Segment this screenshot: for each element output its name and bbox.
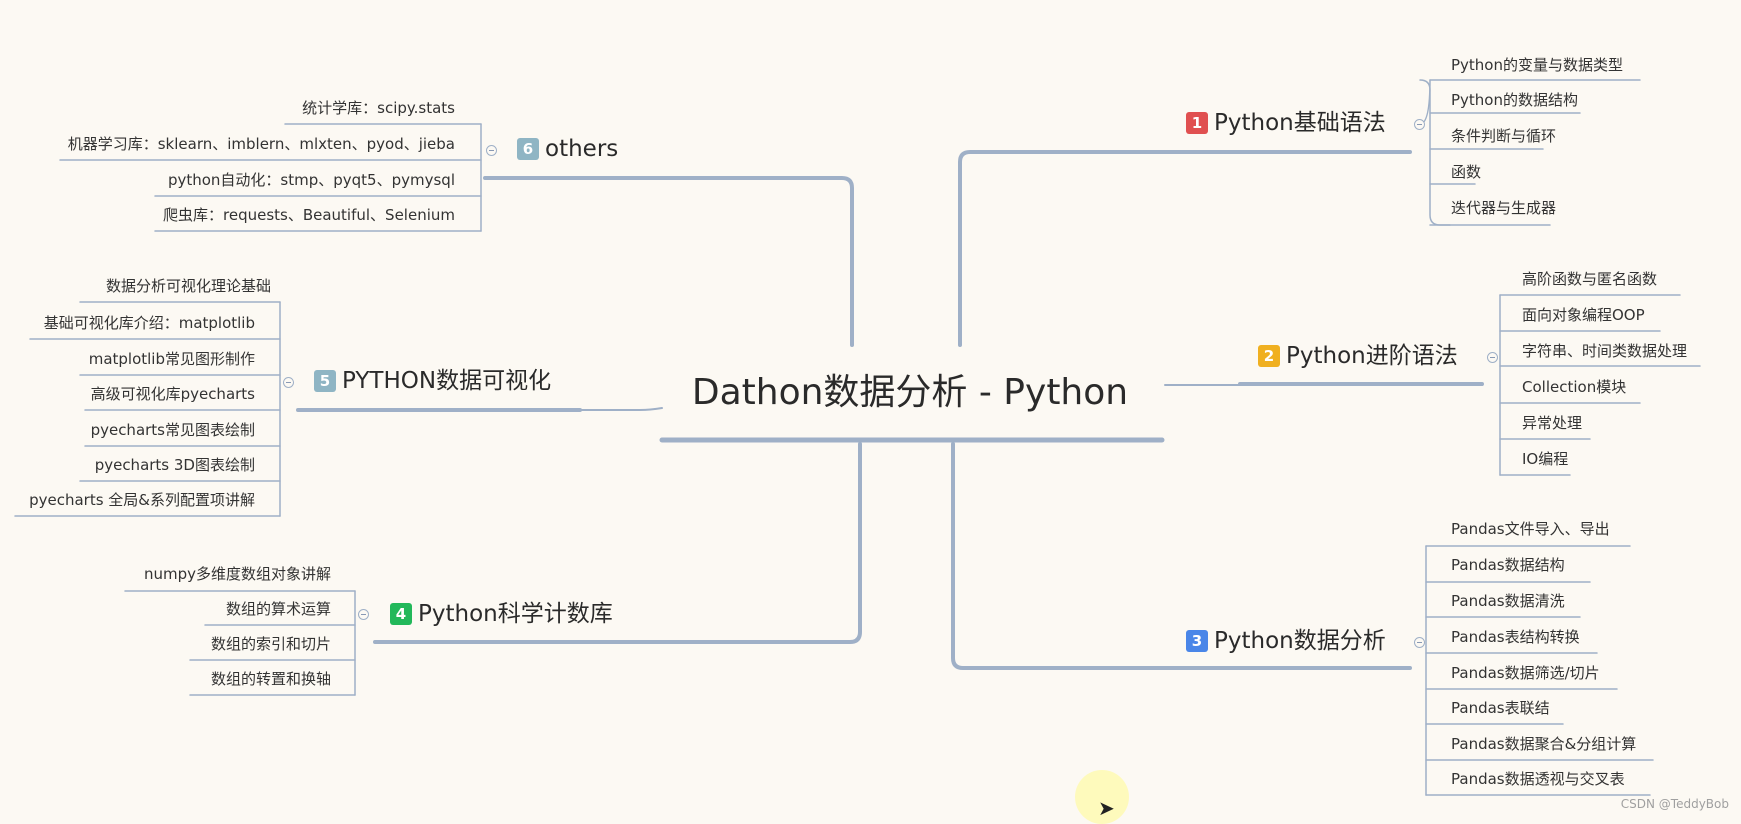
leaf-item[interactable]: 统计学库：scipy.stats [302,99,455,117]
leaf-item[interactable]: 机器学习库：sklearn、imblern、mlxten、pyod、jieba [67,135,455,153]
branch-python-data-analysis[interactable]: 3 Python数据分析 [1186,626,1386,656]
mouse-pointer-icon: ➤ [1098,796,1115,820]
collapse-icon[interactable] [1487,352,1498,363]
leaf-item[interactable]: numpy多维度数组对象讲解 [143,565,331,583]
branch-title: Python科学计数库 [418,601,613,627]
leaf-item[interactable]: 数据分析可视化理论基础 [105,277,271,295]
leaf-item[interactable]: Pandas数据结构 [1451,556,1565,574]
leaf-item[interactable]: 数组的索引和切片 [210,635,331,653]
branch-python-visualization[interactable]: 5 PYTHON数据可视化 [314,366,551,396]
leaf-item[interactable]: 高阶函数与匿名函数 [1522,270,1658,288]
central-topic[interactable]: Dathon数据分析 - Python [691,372,1129,413]
leaf-item[interactable]: 数组的转置和换轴 [210,670,331,688]
branch-title: Python基础语法 [1214,110,1386,136]
leaf-item[interactable]: Pandas数据清洗 [1451,592,1565,610]
collapse-icon[interactable] [1414,637,1425,648]
leaf-item[interactable]: Pandas文件导入、导出 [1451,520,1610,538]
leaf-item[interactable]: python自动化：stmp、pyqt5、pymysql [167,171,455,189]
branch-number-badge: 1 [1186,112,1208,134]
watermark: CSDN @TeddyBob [1620,797,1729,811]
branch-number-badge: 4 [390,603,412,625]
leaf-item[interactable]: Pandas数据聚合&分组计算 [1451,735,1637,753]
branch-number-badge: 3 [1186,630,1208,652]
leaf-item[interactable]: Python的数据结构 [1451,91,1578,109]
leaf-item[interactable]: Pandas表结构转换 [1451,628,1580,646]
branch-python-advanced[interactable]: 2 Python进阶语法 [1258,341,1458,371]
leaf-item[interactable]: 条件判断与循环 [1451,127,1557,145]
branch-number-badge: 5 [314,370,336,392]
leaf-item[interactable]: Pandas表联结 [1451,699,1550,717]
branch-others[interactable]: 6 others [517,134,618,164]
leaf-item[interactable]: 爬虫库：requests、Beautiful、Selenium [163,206,455,224]
leaf-item[interactable]: Pandas数据筛选/切片 [1451,664,1600,682]
collapse-icon[interactable] [283,377,294,388]
leaf-item[interactable]: 字符串、时间类数据处理 [1522,342,1688,360]
branch-title: Python进阶语法 [1286,343,1458,369]
collapse-icon[interactable] [1414,119,1425,130]
cursor-highlight [1075,770,1129,824]
leaf-item[interactable]: 面向对象编程OOP [1522,306,1645,324]
leaf-item[interactable]: 函数 [1451,163,1482,181]
leaf-item[interactable]: 高级可视化库pyecharts [90,385,255,403]
branch-python-basics[interactable]: 1 Python基础语法 [1186,108,1386,138]
leaf-item[interactable]: 基础可视化库介绍：matplotlib [43,314,255,332]
branch-number-badge: 2 [1258,345,1280,367]
leaf-item[interactable]: 迭代器与生成器 [1451,199,1557,217]
leaf-item[interactable]: Python的变量与数据类型 [1451,56,1623,74]
leaf-item[interactable]: IO编程 [1522,450,1569,468]
branch-title: PYTHON数据可视化 [342,368,552,394]
leaf-item[interactable]: pyecharts 全局&系列配置项讲解 [29,491,255,509]
leaf-item[interactable]: pyecharts常见图表绘制 [90,421,255,439]
branch-title: Python数据分析 [1214,628,1386,654]
leaf-item[interactable]: matplotlib常见图形制作 [88,350,255,368]
branch-title: others [545,136,619,162]
branch-number-badge: 6 [517,138,539,160]
leaf-item[interactable]: Collection模块 [1522,378,1627,396]
collapse-icon[interactable] [486,145,497,156]
leaf-item[interactable]: pyecharts 3D图表绘制 [94,456,255,474]
branch-python-scientific[interactable]: 4 Python科学计数库 [390,599,613,629]
collapse-icon[interactable] [358,609,369,620]
leaf-item[interactable]: Pandas数据透视与交叉表 [1451,770,1625,788]
leaf-item[interactable]: 数组的算术运算 [225,600,331,618]
leaf-item[interactable]: 异常处理 [1522,414,1583,432]
